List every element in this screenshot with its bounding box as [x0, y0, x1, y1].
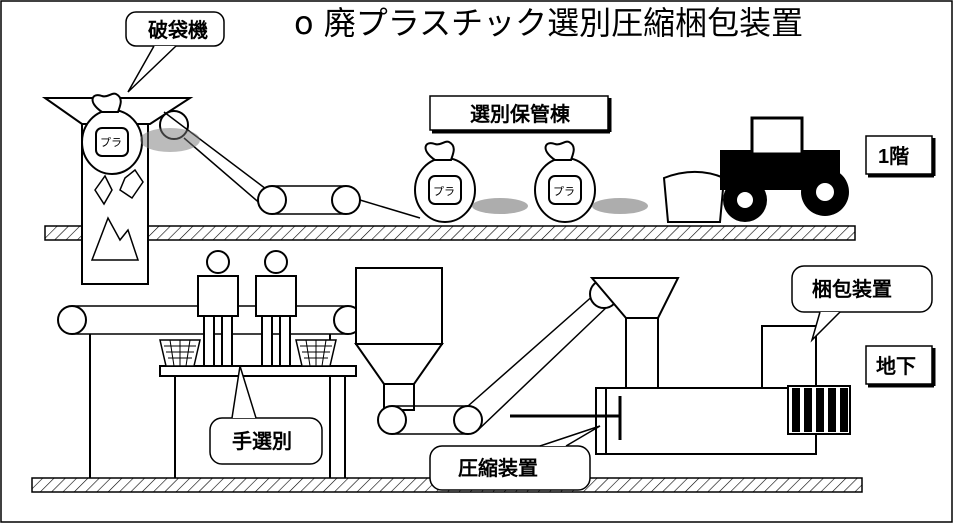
bag-shadow-2: [592, 198, 648, 214]
callout-compressor: 圧縮装置: [429, 425, 601, 491]
bag-shadow-1: [472, 198, 528, 214]
label-baler: 梱包装置: [812, 277, 892, 301]
callout-hand-sorting: 手選別: [209, 365, 323, 465]
wheel-loader: [662, 116, 849, 223]
label-floor-1: 1階: [878, 145, 909, 168]
callout-baler: 梱包装置: [791, 265, 933, 343]
basket-2: [295, 339, 337, 367]
label-basement: 地下: [876, 355, 916, 378]
plastic-bag-floor-1: [414, 140, 476, 223]
bag-mark-3: プラ: [553, 185, 575, 198]
bag-mark-1: プラ: [100, 136, 122, 149]
diagram-title: o 廃プラスチック選別圧縮梱包装置: [294, 4, 803, 42]
bag-mark-2: プラ: [433, 185, 455, 198]
compressed-bales: [787, 385, 851, 435]
worker-1: [197, 250, 239, 367]
upper-floor: [44, 225, 856, 241]
box-sorting-storage: 選別保管棟: [429, 95, 612, 134]
intermediate-hopper: [354, 267, 444, 411]
label-hand-sorting: 手選別: [232, 429, 292, 453]
upper-conveyor: [140, 110, 421, 219]
box-floor-1: 1階: [865, 135, 936, 178]
worker-2: [255, 250, 297, 367]
label-sorting-storage: 選別保管棟: [470, 102, 571, 126]
label-bag-breaker: 破袋機: [148, 18, 208, 42]
label-compressor: 圧縮装置: [458, 456, 538, 480]
box-basement: 地下: [865, 345, 936, 388]
callout-bag-breaker: 破袋機: [125, 11, 225, 93]
compressor-unit: [510, 277, 817, 455]
basket-1: [159, 339, 201, 367]
plastic-bag-floor-2: [534, 140, 596, 223]
